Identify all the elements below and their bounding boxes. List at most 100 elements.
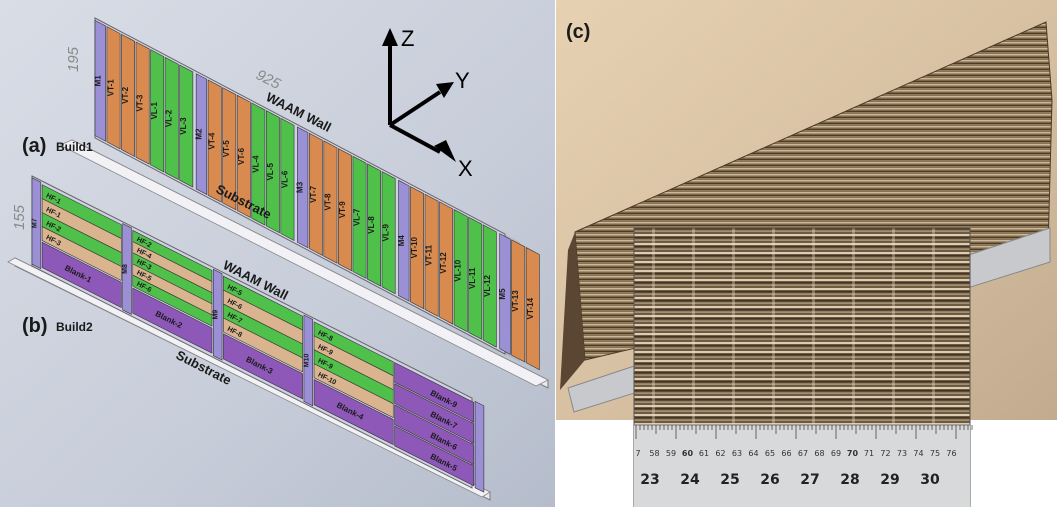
specimen-VL-10-label: VL-10 [454,259,463,281]
blank-Blank-1 [41,241,122,308]
specimen-VT-14 [525,247,540,371]
ruler-small-label: 74 [913,449,923,458]
blank-Blank-9 [394,362,475,423]
ruler-small-label: 67 [798,449,808,458]
ruler-big-label: 26 [760,472,779,488]
marker-M3-label: M3 [296,181,305,193]
specimen-VT-9 [338,148,352,272]
z-arrow-icon [382,28,398,46]
specimen-VL-11-label: VL-11 [468,267,477,289]
ruler-big-label: 27 [800,472,819,488]
specimen-VT-7-label: VT-7 [309,185,318,202]
specimen-VT-7 [308,132,323,256]
ruler-small-label: 75 [930,449,940,458]
marker-M1-label: M1 [93,75,102,87]
ruler-small-label: 64 [748,449,758,458]
panel-b-tag: (b) [22,315,48,337]
specimen-VT-9-label: VT-9 [338,201,347,218]
specimen-HF-8-2-3 [223,317,303,373]
specimen-VL-7 [352,155,367,279]
specimen-VL-4-label: VL-4 [251,155,260,173]
ruler-small-label: 65 [765,449,775,458]
specimen-VT-11 [424,193,439,317]
marker-M5-label: M5 [498,288,507,300]
zoom-ruler-ticks [635,425,973,439]
ruler-small-label: 72 [880,449,890,458]
specimen-VL-6 [280,117,295,241]
y-axis-line [388,90,442,127]
marker-M10-label: M10 [303,354,310,368]
ruler-small-label: 59 [666,449,676,458]
specimen-VT-12 [439,201,454,325]
panel-a-tag: (a) [22,135,46,157]
specimen-VT-1 [106,26,121,150]
specimen-VL-8-label: VL-8 [367,216,376,234]
specimen-VL-1-label: VL-1 [150,102,159,120]
panel-a-height-dim: 195 [65,46,82,72]
specimen-VT-6 [236,94,251,218]
blank-Blank-6 [394,404,475,466]
specimen-VT-10-label: VT-10 [410,236,419,258]
marker-M5 [499,233,511,355]
ruler-big-label: 28 [840,472,859,488]
specimen-VL-7-label: VL-7 [353,208,362,226]
ruler-big-label: 29 [880,472,899,488]
specimen-VT-11-label: VT-11 [425,244,434,265]
specimen-VL-1 [150,49,165,173]
z-axis-label: Z [401,26,414,51]
specimen-VL-10 [453,209,468,333]
marker-M2 [195,73,208,195]
specimen-VT-2 [121,33,135,158]
ruler-small-label: 73 [897,449,907,458]
marker-end [474,400,485,493]
specimen-VL-3 [179,64,194,188]
specimen-HF-3-0-3 [41,226,122,281]
marker-M8 [122,223,132,315]
blank-Blank-4 [313,379,394,446]
specimen-VT-1-label: VT-1 [107,79,116,96]
ruler-big-label: 25 [720,472,739,488]
specimen-VL-8 [367,163,381,287]
specimen-VT-6-label: VT-6 [237,147,246,164]
specimen-VL-2 [164,56,179,180]
specimen-VL-9-label: VL-9 [382,223,391,241]
marker-M3 [297,126,309,249]
marker-M8-label: M8 [122,264,129,274]
specimen-VT-13 [511,239,526,363]
specimen-VT-14-label: VT-14 [526,297,535,319]
specimen-VL-5 [265,110,280,234]
specimen-VL-12 [482,224,497,348]
specimen-VL-5-label: VL-5 [266,163,275,181]
y-axis-label: Y [455,68,470,93]
specimen-VL-12-label: VL-12 [483,275,492,297]
specimen-VT-13-label: VT-13 [511,290,520,312]
specimen-VT-5-label: VT-5 [222,140,231,157]
specimen-VL-2-label: VL-2 [165,109,174,127]
x-axis-line [389,123,441,154]
specimen-VT-2-label: VT-2 [121,86,130,103]
build2-substrate-top [7,257,491,498]
ruler-small-label: 69 [831,449,841,458]
panel-b-build: Build2 [56,320,93,334]
ruler-small-label: 62 [715,449,725,458]
marker-M9-label: M9 [213,310,220,320]
specimen-VL-3-label: VL-3 [179,117,188,135]
ruler-small-label: 60 [682,449,694,458]
ruler-small-label: 68 [814,449,824,458]
specimen-VT-3 [135,41,150,165]
marker-M9 [212,268,223,361]
specimen-VL-9 [381,171,396,295]
specimen-VT-3-label: VT-3 [136,94,145,111]
specimen-VT-8 [323,140,338,264]
zoom-ruler [634,425,970,507]
marker-M7-label: M7 [31,218,38,228]
specimen-VT-8-label: VT-8 [323,193,332,210]
ruler-small-label: 7 [635,449,640,458]
marker-M4 [398,179,410,302]
specimen-HF-10-3-3 [313,363,394,419]
